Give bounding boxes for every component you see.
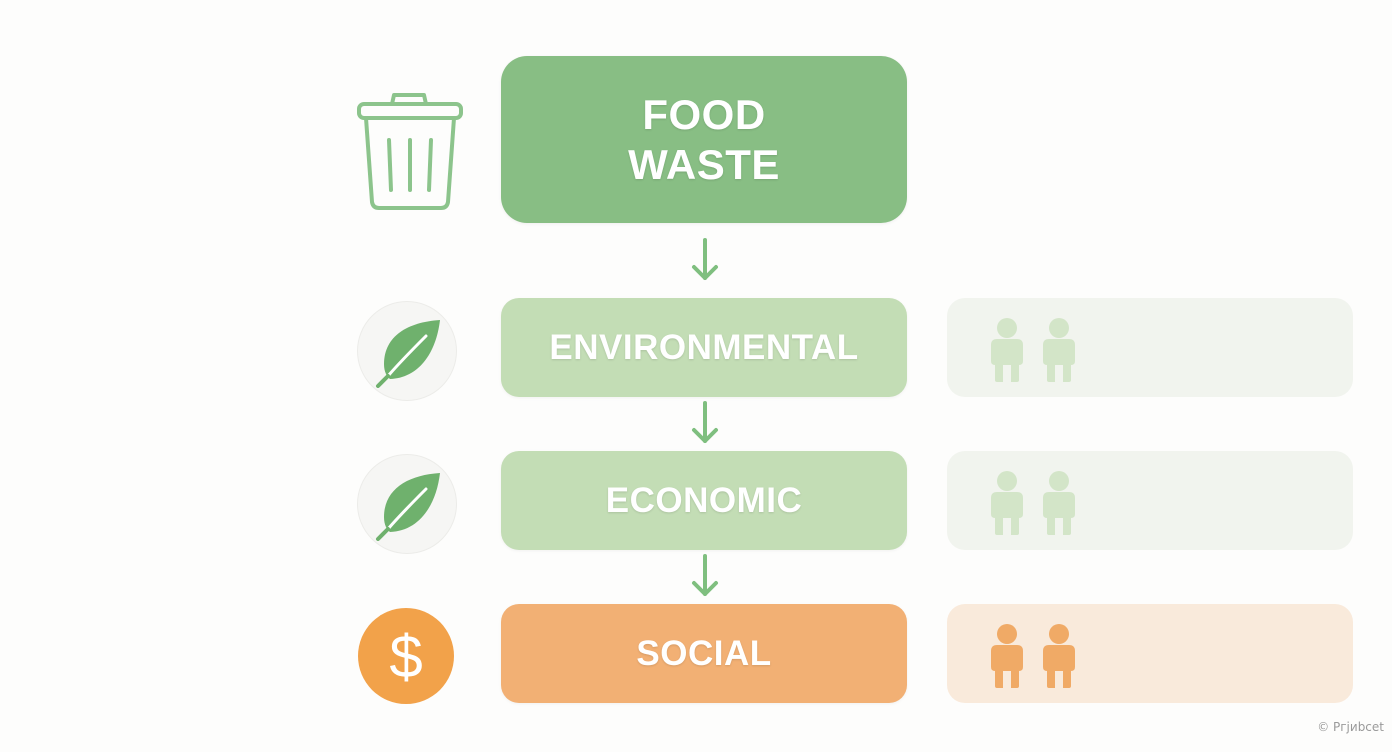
people-icon [991, 471, 1075, 535]
people-icon [991, 624, 1075, 688]
environmental-panel [947, 298, 1353, 397]
social-label: SOCIAL [636, 633, 772, 673]
watermark: © Pгјиbсеt [1317, 720, 1384, 734]
people-icon [991, 318, 1075, 382]
food-waste-label: FOOD WASTE [628, 90, 780, 188]
social-panel [947, 604, 1353, 703]
arrow-down-icon [690, 554, 720, 598]
leaf-icon [357, 454, 457, 554]
social-node: SOCIAL [501, 604, 907, 703]
arrow-down-icon [690, 238, 720, 282]
economic-panel [947, 451, 1353, 550]
food-waste-node: FOOD WASTE [501, 56, 907, 223]
arrow-down-icon [690, 401, 720, 445]
dollar-symbol: $ [389, 622, 423, 690]
environmental-label: ENVIRONMENTAL [549, 327, 859, 367]
economic-node: ECONOMIC [501, 451, 907, 550]
leaf-icon [357, 301, 457, 401]
economic-label: ECONOMIC [605, 480, 803, 520]
trash-can-icon [354, 90, 466, 214]
environmental-node: ENVIRONMENTAL [501, 298, 907, 397]
dollar-icon: $ [358, 608, 454, 704]
